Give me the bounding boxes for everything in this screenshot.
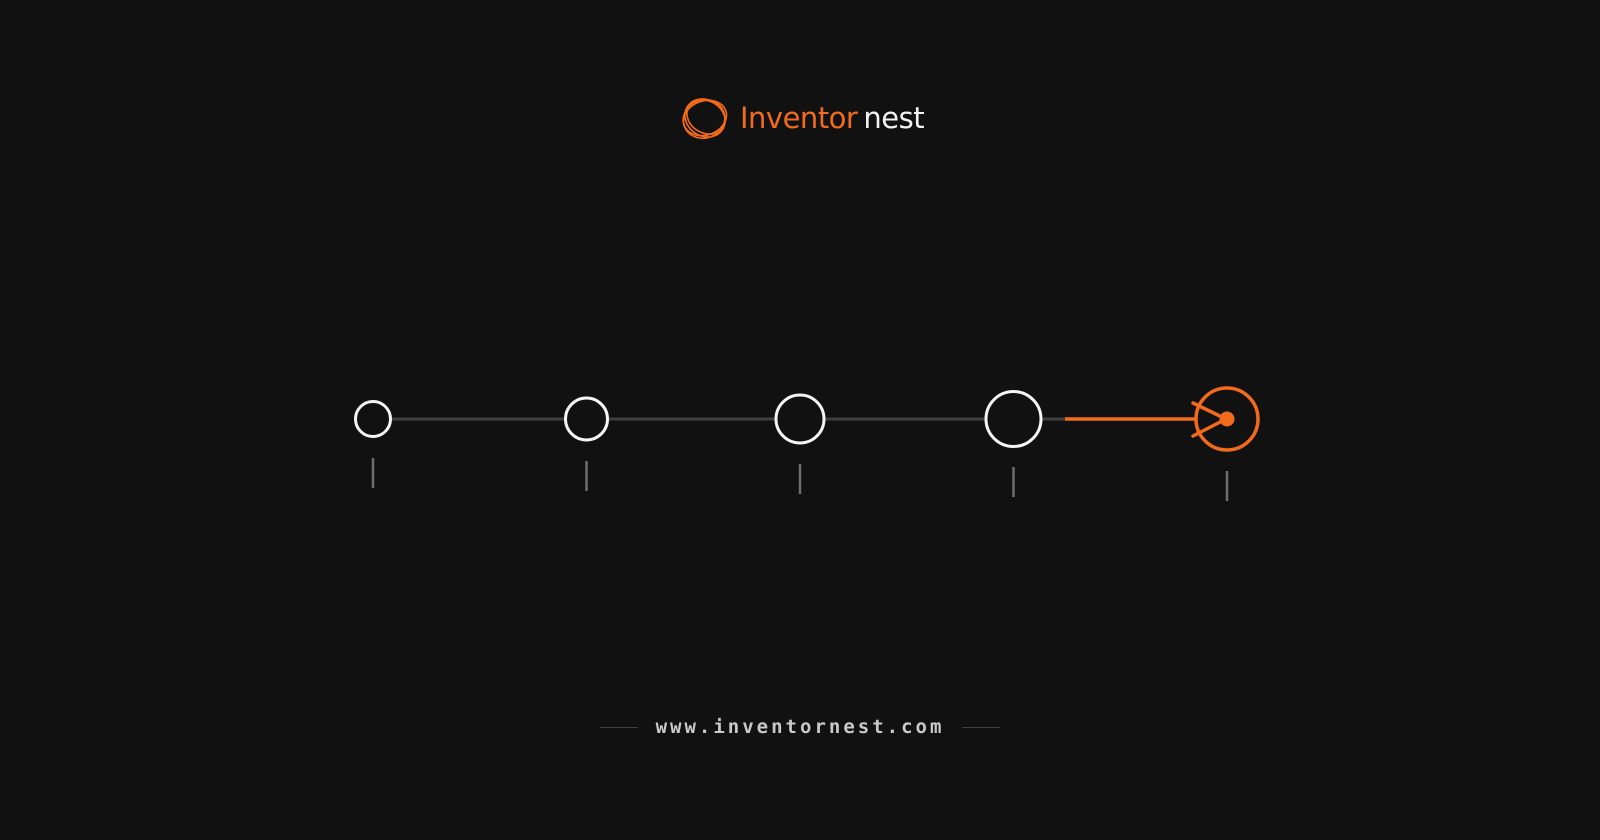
timeline-step-node	[984, 390, 1043, 448]
timeline-step-node	[564, 396, 609, 442]
brand-name-part2: nest	[863, 100, 925, 135]
orbit-rings-icon	[682, 98, 728, 140]
footer-divider-right	[962, 726, 1001, 728]
timeline-step-node	[354, 400, 392, 438]
footer: www.inventornest.com	[0, 715, 1600, 739]
target-arrow-icon	[1191, 401, 1235, 438]
footer-divider-left	[599, 726, 638, 728]
brand-name-part1: Inventor	[740, 100, 858, 135]
website-url[interactable]: www.inventornest.com	[655, 716, 945, 738]
timeline-step-node	[774, 393, 826, 445]
